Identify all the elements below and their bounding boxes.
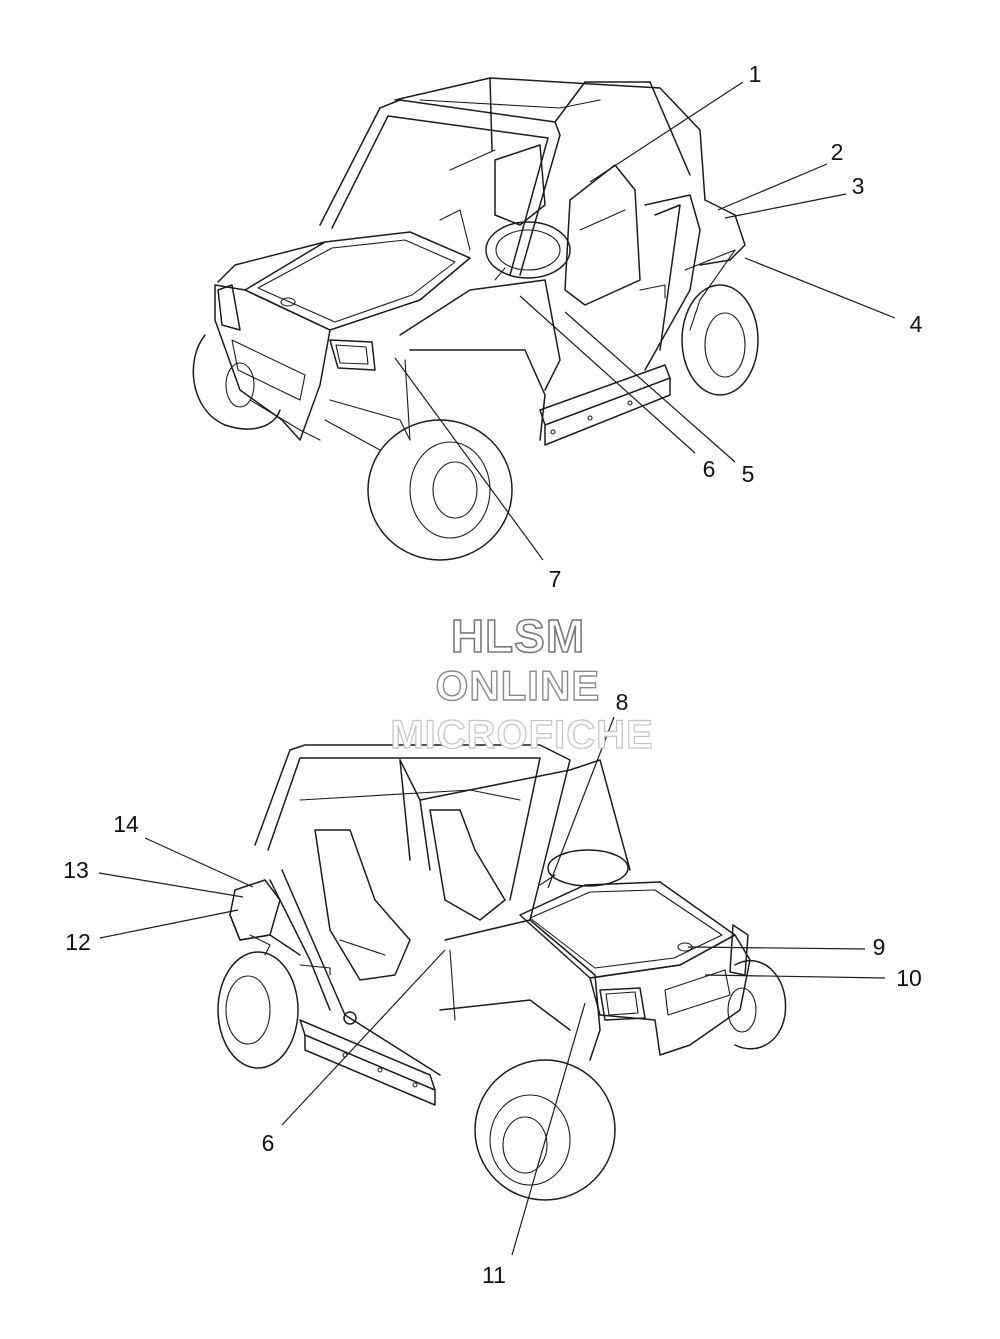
watermark: HLSM ONLINE MICROFICHE [390,609,654,757]
callout-14: 14 [113,811,139,837]
callout-7: 7 [549,566,562,592]
callout-3: 3 [852,173,865,199]
callout-9: 9 [873,934,886,960]
watermark-line-microfiche: MICROFICHE [390,713,653,757]
callout-2: 2 [831,139,844,165]
leader-lines [98,81,896,1256]
callout-11: 11 [482,1262,506,1288]
callout-1: 1 [749,61,762,87]
callout-6-upper: 6 [703,456,716,482]
lower-vehicle-drawing [217,744,787,1201]
watermark-line-online: ONLINE [436,662,601,709]
callout-12: 12 [65,929,91,955]
upper-vehicle-drawing [192,77,759,561]
callout-13: 13 [63,857,89,883]
watermark-line-hlsm: HLSM [451,610,585,662]
callouts: 1 2 3 4 5 6 7 8 9 10 11 6 12 13 14 [63,61,922,1288]
callout-4: 4 [910,311,923,337]
callout-10: 10 [896,965,922,991]
callout-6-lower: 6 [262,1130,275,1156]
callout-5: 5 [742,461,755,487]
callout-8: 8 [616,689,629,715]
